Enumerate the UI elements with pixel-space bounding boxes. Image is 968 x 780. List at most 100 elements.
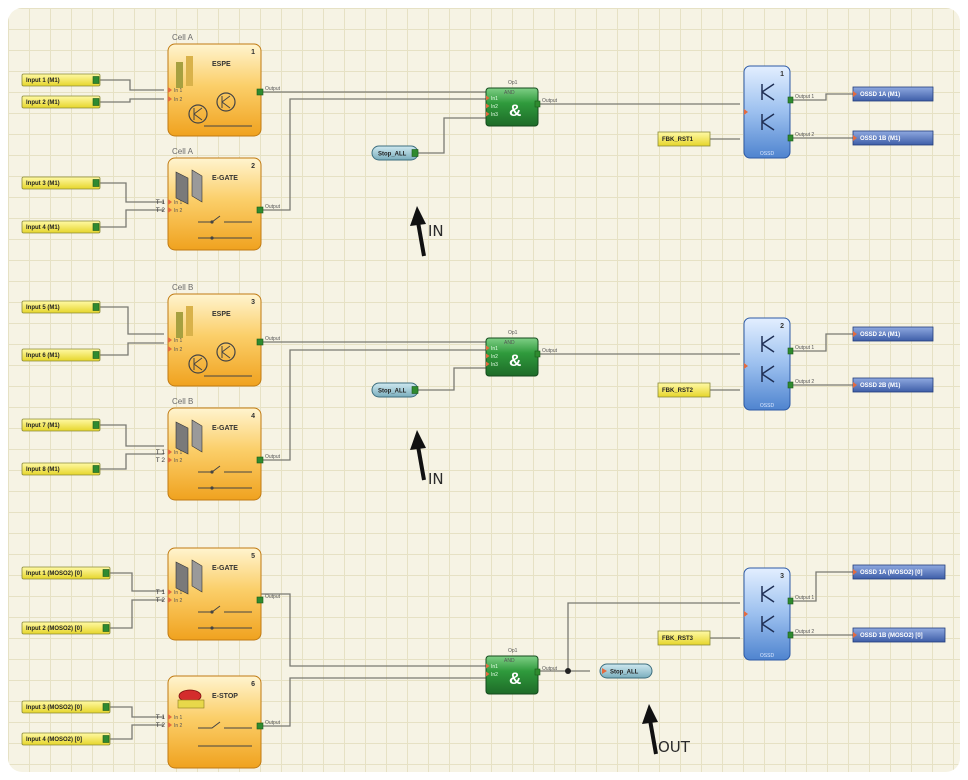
annotation-label: IN: [428, 222, 444, 240]
gate-panel: [175, 421, 189, 455]
ossd-output-terminal[interactable]: OSSD 1B (M1): [852, 130, 934, 146]
input-pin-icon: [486, 361, 490, 367]
feedback-terminal[interactable]: FBK_RST2: [657, 382, 711, 398]
input-terminal[interactable]: Input 4 (MOSO2) [0]: [21, 732, 111, 746]
output-pin-label: Output: [265, 594, 281, 600]
ossd-output-label: OSSD 1B (M1): [860, 136, 900, 142]
ossd-output-label: Output 2: [795, 629, 814, 635]
input-pin-icon: [168, 337, 172, 343]
input-terminal[interactable]: Input 2 (M1): [21, 95, 101, 109]
diagram-canvas[interactable]: Input 1 (M1) Input 2 (M1) Input 3 (M1) Inpu…: [8, 8, 960, 772]
output-pin-label: Output: [265, 204, 281, 210]
stop-all-tag[interactable]: Stop_ALL: [599, 663, 653, 679]
input-terminal[interactable]: Input 7 (M1): [21, 418, 101, 432]
input-label: Input 6 (M1): [26, 353, 60, 359]
input-terminal-body[interactable]: [21, 621, 111, 635]
and-gate-title: Op1: [508, 330, 518, 336]
transistor-icon: [761, 83, 775, 101]
stop-all-body[interactable]: [599, 663, 653, 679]
contact-dot: [210, 626, 214, 630]
input-terminal-body[interactable]: [21, 73, 101, 87]
input-terminal[interactable]: Input 4 (M1): [21, 220, 101, 234]
input-pin-icon: [486, 103, 490, 109]
input-terminal-body[interactable]: [21, 566, 111, 580]
input-terminal-body[interactable]: [21, 418, 101, 432]
input-terminal-body[interactable]: [21, 732, 111, 746]
stop-all-tag[interactable]: Stop_ALL: [371, 382, 419, 398]
input-terminal[interactable]: Input 2 (MOSO2) [0]: [21, 621, 111, 635]
input-terminal-body[interactable]: [21, 700, 111, 714]
input-terminal-body[interactable]: [21, 176, 101, 190]
input-terminal-body[interactable]: [21, 462, 101, 476]
annotation-arrow: IN: [410, 430, 444, 488]
feedback-terminal-body[interactable]: [657, 131, 711, 147]
ossd-output-terminal[interactable]: OSSD 1B (MOSO2) [0]: [852, 627, 946, 643]
ossd-block-body[interactable]: [743, 317, 791, 411]
input-pin-icon: [486, 111, 490, 117]
transistor-lines: [221, 345, 231, 359]
test-label: T 2: [156, 207, 166, 214]
input-terminal-body[interactable]: [21, 300, 101, 314]
ossd-block-body[interactable]: [743, 567, 791, 661]
and-input-label: In1: [491, 664, 498, 670]
ossd-output-terminal[interactable]: OSSD 2B (M1): [852, 377, 934, 393]
ossd-block-label: OSSD: [760, 151, 775, 157]
input-terminal-body[interactable]: [21, 95, 101, 109]
input-terminal[interactable]: Input 6 (M1): [21, 348, 101, 362]
ossd-block-body[interactable]: [743, 65, 791, 159]
and-input-label: In2: [491, 672, 498, 678]
block-type: E-GATE: [212, 175, 238, 182]
output-pin-icon: [787, 631, 794, 639]
stop-all-tag[interactable]: Stop_ALL: [371, 145, 419, 161]
input-terminal-body[interactable]: [21, 220, 101, 234]
feedback-terminal[interactable]: FBK_RST3: [657, 630, 711, 646]
ossd-output-label: Output 2: [795, 132, 814, 138]
feedback-terminal-body[interactable]: [657, 382, 711, 398]
ossd-output-label: OSSD 2B (M1): [860, 383, 900, 389]
output-pin-icon: [256, 722, 264, 730]
ossd-output-terminal[interactable]: OSSD 1A (MOSO2) [0]: [852, 564, 946, 580]
switch-contact: [198, 721, 252, 729]
input-terminal[interactable]: Input 5 (M1): [21, 300, 101, 314]
input-pin-icon: [486, 671, 490, 677]
block-number: 1: [780, 71, 784, 78]
ossd-output-terminal[interactable]: OSSD 2A (M1): [852, 326, 934, 342]
feedback-terminal[interactable]: FBK_RST1: [657, 131, 711, 147]
light-curtain-bar: [176, 312, 183, 338]
ossd-output-terminal[interactable]: OSSD 1A (M1): [852, 86, 934, 102]
input-pin-icon: [853, 569, 857, 575]
transistor-icon: [761, 335, 775, 353]
and-gates: Op1AND&In1In2In3OutputOp1AND&In1In2In3Ou…: [485, 80, 558, 695]
safety-logic-diagram[interactable]: Input 1 (M1) Input 2 (M1) Input 3 (M1) Inpu…: [8, 8, 960, 772]
input-label: Input 7 (M1): [26, 423, 60, 429]
arrow-shaft: [416, 445, 426, 481]
input-terminal[interactable]: Input 8 (M1): [21, 462, 101, 476]
test-label: T 1: [156, 589, 166, 596]
input-terminal[interactable]: Input 3 (M1): [21, 176, 101, 190]
test-label: T 1: [156, 449, 166, 456]
block-type: ESPE: [212, 61, 231, 68]
input-terminal[interactable]: Input 3 (MOSO2) [0]: [21, 700, 111, 714]
ossd-output-label: Output 1: [795, 94, 814, 100]
transistor-lines: [193, 107, 203, 121]
input-terminal-body[interactable]: [21, 348, 101, 362]
output-pin-icon: [256, 456, 264, 464]
function-block-body[interactable]: [167, 675, 262, 769]
output-pin-icon: [787, 134, 794, 142]
input-terminal[interactable]: Input 1 (MOSO2) [0]: [21, 566, 111, 580]
input-terminal[interactable]: Input 1 (M1): [21, 73, 101, 87]
feedback-terminal-body[interactable]: [657, 630, 711, 646]
transistor-symbol: [188, 354, 208, 374]
